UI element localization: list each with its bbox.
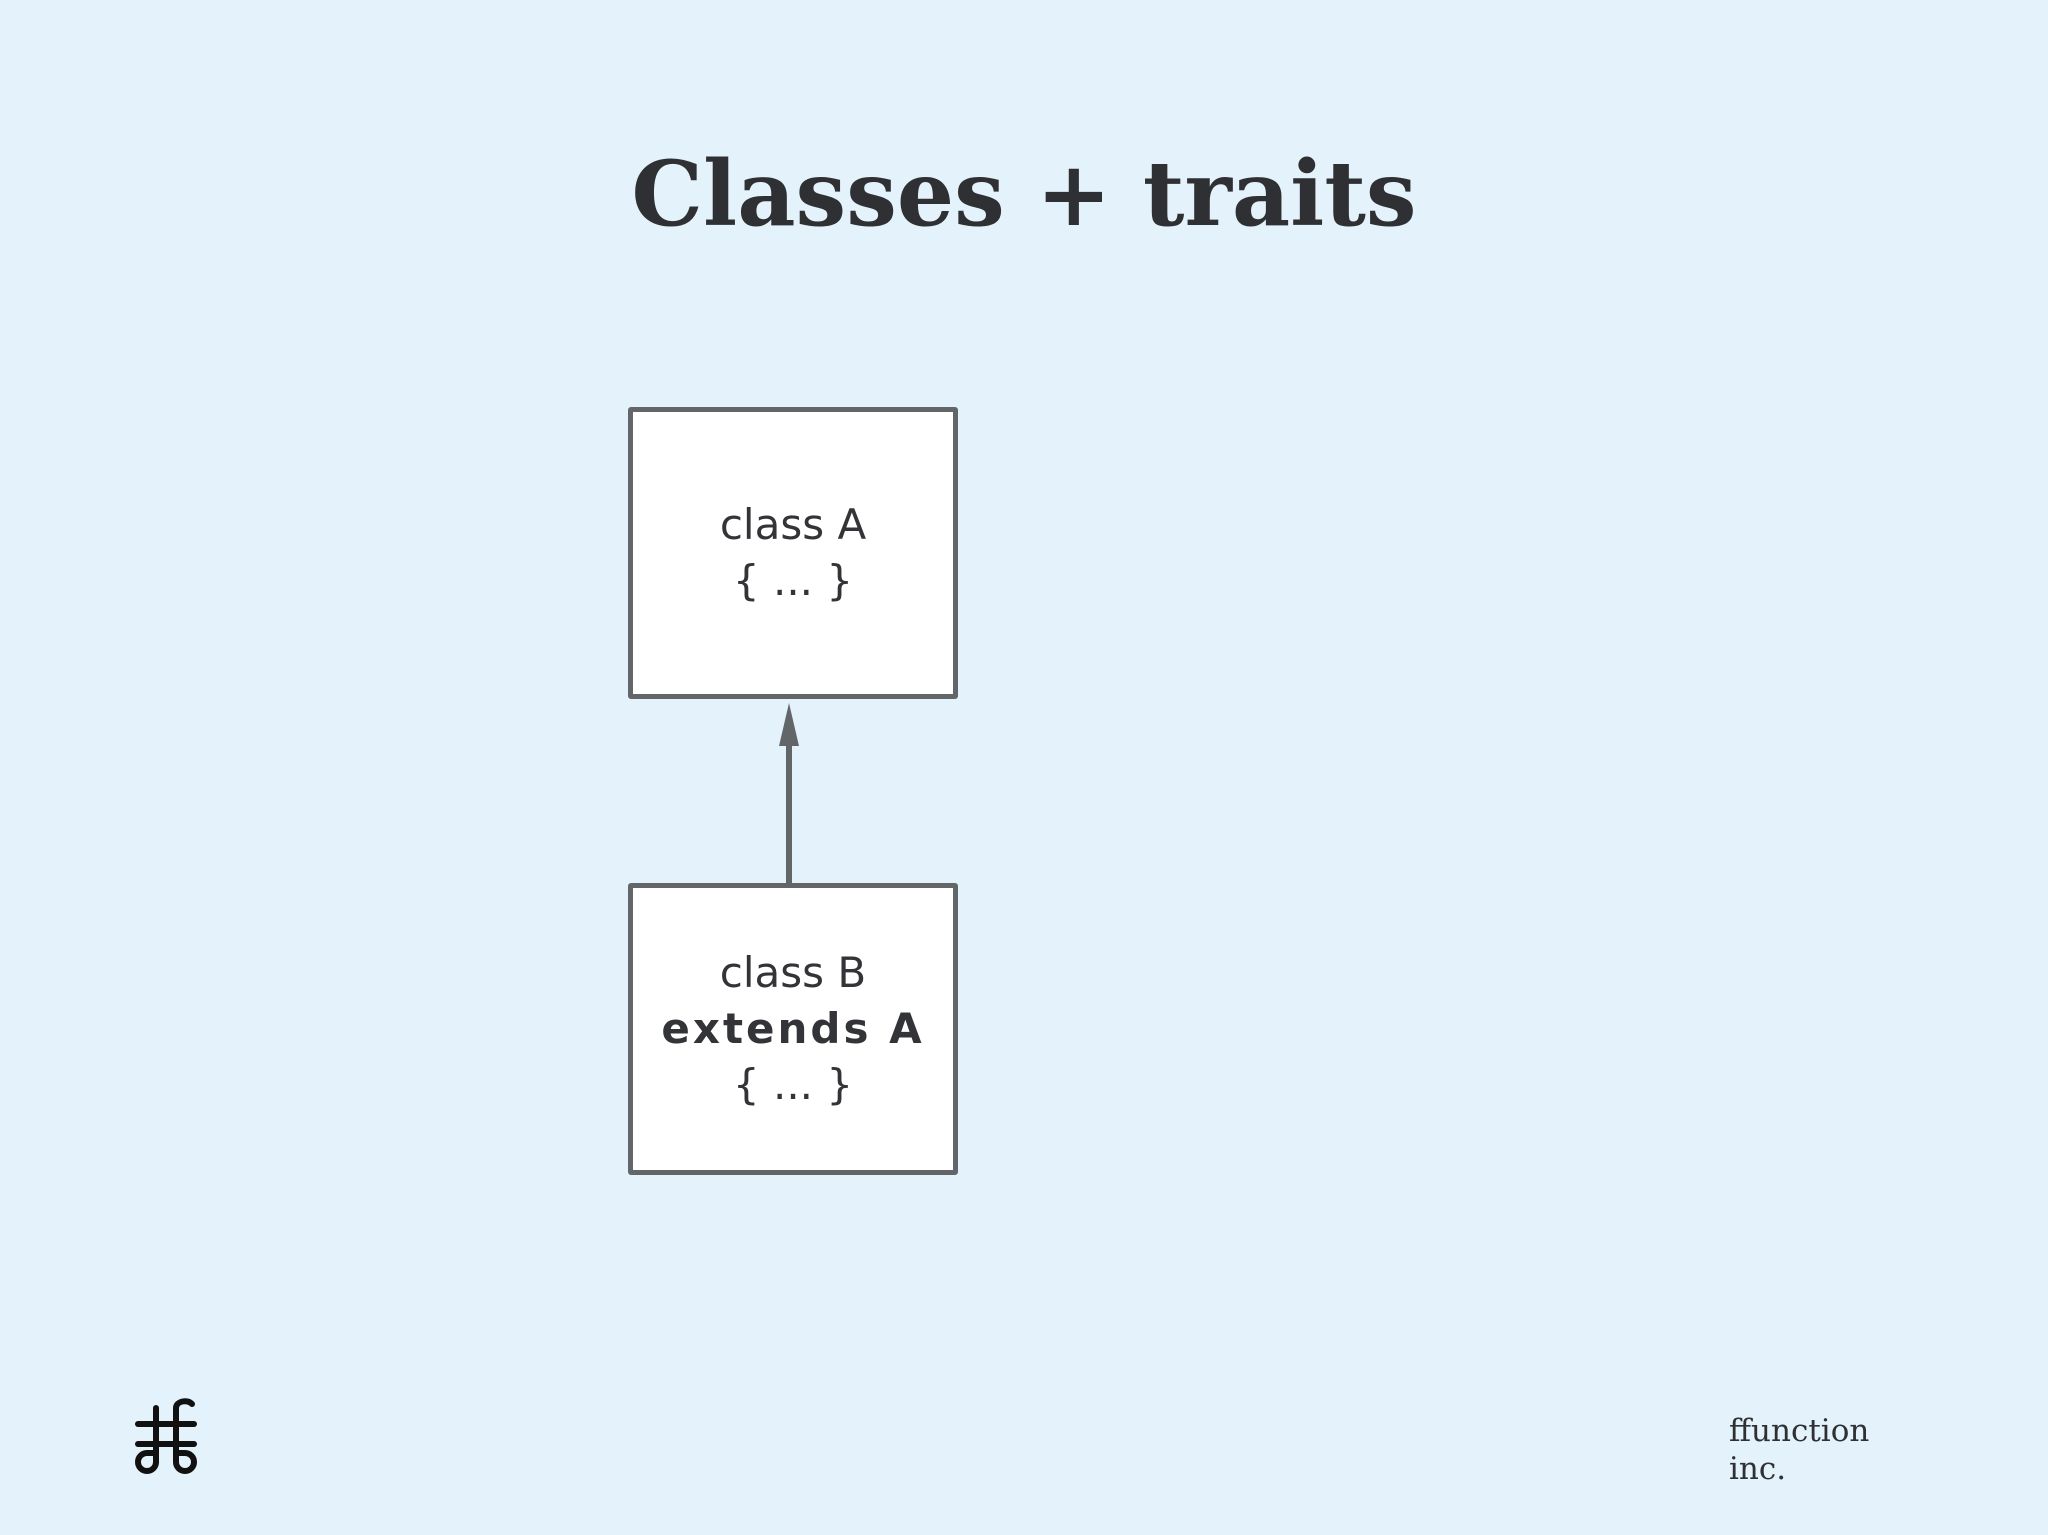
slide-title: Classes + traits bbox=[631, 141, 1417, 247]
brand-line-1: ffunction bbox=[1729, 1413, 1870, 1449]
class-b-body: { ... } bbox=[732, 1060, 854, 1109]
class-b-extends: extends A bbox=[661, 1004, 925, 1053]
arrow-head bbox=[779, 703, 799, 746]
class-a-name: class A bbox=[719, 500, 867, 549]
brand-line-2: inc. bbox=[1729, 1451, 1787, 1487]
class-a-box: class A { ... } bbox=[628, 407, 958, 699]
class-b-box: class B extends A { ... } bbox=[628, 883, 958, 1175]
command-symbol-icon bbox=[135, 1398, 197, 1474]
brand-wordmark: ffunction inc. bbox=[1729, 1412, 1869, 1488]
class-a-body: { ... } bbox=[732, 556, 854, 605]
class-b-name: class B bbox=[719, 948, 867, 997]
